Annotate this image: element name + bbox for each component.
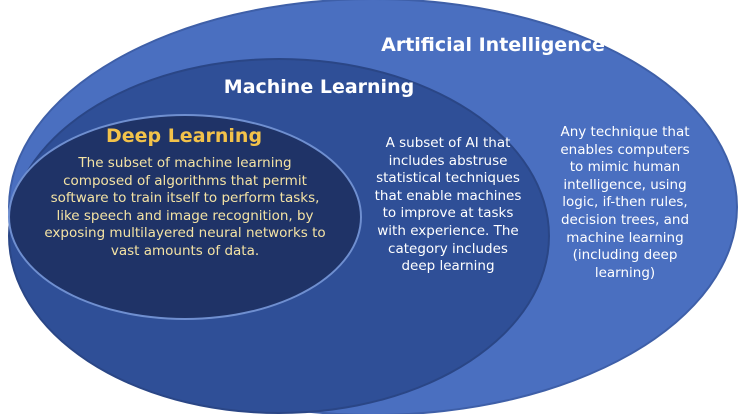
deep-learning-title: Deep Learning (105, 125, 263, 147)
machine-learning-title: Machine Learning (223, 76, 415, 98)
deep-learning-description-line: composed of algorithms that permit (63, 172, 307, 189)
machine-learning-description-line: that enable machines (374, 187, 522, 204)
machine-learning-description-line: to improve at tasks (382, 205, 514, 222)
machine-learning-description-line: deep learning (401, 258, 495, 275)
deep-learning-description: The subset of machine learning composed … (30, 155, 340, 261)
artificial-intelligence-description-line: machine learning (566, 229, 684, 246)
artificial-intelligence-description-line: decision trees, and (560, 211, 690, 228)
machine-learning-description-line: with experience. The (377, 222, 519, 239)
machine-learning-description-line: statistical techniques (376, 170, 520, 187)
artificial-intelligence-description: Any technique that enables computers to … (545, 124, 705, 282)
machine-learning-description-line: category includes (388, 240, 508, 257)
artificial-intelligence-title: Artificial Intelligence (381, 34, 605, 56)
deep-learning-description-line: like speech and image recognition, by (56, 207, 314, 224)
artificial-intelligence-description-line: learning) (594, 264, 656, 281)
machine-learning-description-line: includes abstruse (388, 152, 508, 169)
artificial-intelligence-description-line: to mimic human (569, 159, 681, 176)
deep-learning-description-line: vast amounts of data. (110, 242, 260, 259)
artificial-intelligence-description-line: logic, if-then rules, (562, 194, 688, 211)
artificial-intelligence-description-line: (including deep (572, 247, 678, 264)
machine-learning-description-line: A subset of AI that (385, 135, 511, 151)
artificial-intelligence-description-line: Any technique that (560, 124, 690, 140)
deep-learning-description-line: exposing multilayered neural networks to (44, 225, 326, 242)
machine-learning-description: A subset of AI that includes abstruse st… (368, 135, 528, 276)
artificial-intelligence-description-line: enables computers (560, 141, 690, 158)
deep-learning-description-line: software to train itself to perform task… (50, 190, 320, 207)
deep-learning-description-line: The subset of machine learning (78, 155, 292, 171)
artificial-intelligence-description-line: intelligence, using (563, 176, 687, 193)
deep-learning-ellipse (8, 114, 362, 320)
